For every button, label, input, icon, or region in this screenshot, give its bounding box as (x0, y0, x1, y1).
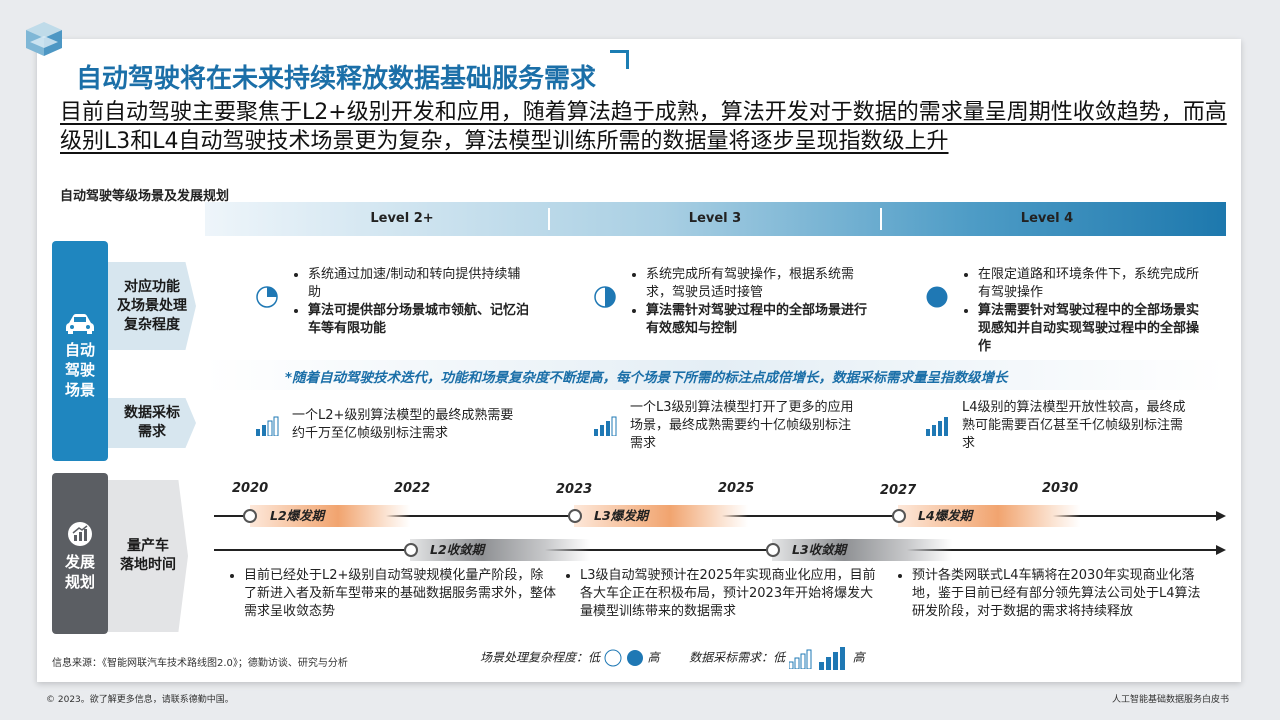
legend-complexity-label: 场景处理复杂程度：低 (480, 650, 601, 665)
production-label-line: 量产车 (127, 538, 169, 554)
level-4-label: Level 4 (1020, 211, 1074, 226)
section-title: 自动驾驶等级场景及发展规划 (60, 189, 230, 204)
plan-desc-l2: 目前已经处于L2+级别自动驾驶规模化量产阶段，除了新进入者及新车型带来的基础数据… (226, 567, 556, 621)
legend-high-label: 高 (647, 650, 660, 665)
page-title: 自动驾驶将在未来持续释放数据基础服务需求 (76, 64, 597, 94)
function-text-l2: 系统通过加速/制动和转向提供持续辅助 算法可提供部分场景城市领航、记忆泊车等有限… (290, 266, 530, 338)
timeline-dot (892, 509, 906, 523)
bullet-item: 算法可提供部分场景城市领航、记忆泊车等有限功能 (308, 302, 530, 338)
growth-chart-icon (52, 521, 108, 552)
demand-text-l2: 一个L2+级别算法模型的最终成熟需要约千万至亿帧级别标注需求 (292, 408, 514, 441)
scene-block-label: 自动 驾驶 场景 (52, 241, 108, 461)
bullet-item: 在限定道路和环境条件下，系统完成所有驾驶操作 (978, 266, 1200, 302)
bullet-item: 算法需针对驾驶过程中的全部场景进行有效感知与控制 (646, 302, 868, 338)
car-icon (52, 313, 108, 340)
function-label-line: 对应功能 (124, 278, 180, 295)
l2-converge-phase: L2收敛期 (410, 539, 590, 561)
logo-cubes-icon (20, 16, 70, 62)
scene-label-line: 驾驶 (64, 361, 95, 379)
bullet-item: 预计各类网联式L4车辆将在2030年实现商业化落地，鉴于目前已经有部分领先算法公… (912, 567, 1212, 621)
plan-label-line: 规划 (64, 573, 95, 591)
source-note: 信息来源：《智能网联汽车技术路线图2.0》；德勤访谈、研究与分析 (52, 658, 348, 669)
production-chevron: 量产车 落地时间 (108, 480, 188, 632)
function-chevron: 对应功能 及场景处理 复杂程度 (108, 262, 196, 350)
complexity-pie-icon (594, 286, 616, 312)
demand-bars-icon (256, 414, 282, 440)
demand-text-l4: L4级别的算法模型开放性较高，最终成熟可能需要百亿甚至千亿帧级别标注需求 (962, 400, 1186, 451)
function-label-line: 复杂程度 (124, 316, 180, 333)
level-3-label: Level 3 (688, 211, 742, 226)
page-subtitle: 目前自动驾驶主要聚焦于L2+级别开发和应用，随着算法趋于成熟，算法开发对于数据的… (60, 100, 1227, 154)
copyright: © 2023。欲了解更多信息，请联系德勤中国。 (46, 695, 234, 705)
function-label-line: 及场景处理 (117, 297, 187, 314)
data-label-line: 数据采标 (124, 405, 180, 421)
level-2plus-label: Level 2+ (370, 211, 434, 226)
bullet-item: L3级自动驾驶预计在2025年实现商业化应用，目前各大车企正在积极布局，预计20… (580, 567, 880, 621)
high-complexity-icon (626, 650, 643, 666)
level-bar: Level 2+ Level 3 Level 4 (205, 202, 1226, 236)
plan-label-line: 发展 (64, 553, 95, 571)
plan-desc-l4: 预计各类网联式L4车辆将在2030年实现商业化落地，鉴于目前已经有部分领先算法公… (894, 567, 1212, 621)
function-text-l3: 系统完成所有驾驶操作，根据系统需求，驾驶员适时接管 算法需针对驾驶过程中的全部场… (628, 266, 868, 338)
report-name: 人工智能基础数据服务白皮书 (1112, 695, 1230, 705)
converge-timeline (214, 549, 1218, 551)
bullet-item: 算法需要针对驾驶过程中的全部场景实现感知并自动实现驾驶过程中的全部操作 (978, 302, 1200, 356)
timeline-arrowhead (1216, 545, 1226, 555)
bullet-item: 目前已经处于L2+级别自动驾驶规模化量产阶段，除了新进入者及新车型带来的基础数据… (244, 567, 556, 621)
high-demand-icon (818, 647, 845, 670)
data-chevron: 数据采标 需求 (108, 398, 196, 448)
legend: 场景处理复杂程度：低 高 数据采标需求：低 高 (480, 646, 865, 670)
bullet-item: 系统完成所有驾驶操作，根据系统需求，驾驶员适时接管 (646, 266, 868, 302)
bullet-item: 系统通过加速/制动和转向提供持续辅助 (308, 266, 530, 302)
l2-boom-phase: L2爆发期 (250, 505, 410, 527)
timeline-dot (243, 509, 257, 523)
timeline-arrowhead (1216, 511, 1226, 521)
complexity-pie-icon (926, 286, 948, 312)
timeline-dot (766, 543, 780, 557)
demand-bars-icon (594, 414, 620, 440)
plan-desc-l3: L3级自动驾驶预计在2025年实现商业化应用，目前各大车企正在积极布局，预计20… (562, 567, 880, 621)
complexity-pie-icon (256, 286, 278, 312)
year-label: 2027 (880, 483, 917, 498)
demand-bars-icon (926, 414, 952, 440)
l4-boom-phase: L4爆发期 (898, 505, 1080, 527)
note-band (205, 360, 1226, 390)
year-label: 2022 (394, 481, 431, 496)
year-label: 2020 (232, 481, 269, 496)
year-label: 2030 (1042, 481, 1079, 496)
timeline-dot (568, 509, 582, 523)
title-bracket-icon (610, 50, 629, 69)
low-complexity-icon (604, 649, 622, 667)
function-text-l4: 在限定道路和环境条件下，系统完成所有驾驶操作 算法需要针对驾驶过程中的全部场景实… (960, 266, 1200, 356)
timeline-dot (404, 543, 418, 557)
demand-text-l3: 一个L3级别算法模型打开了更多的应用场景，最终成熟需要约十亿帧级别标注需求 (630, 400, 854, 451)
l3-converge-phase: L3收敛期 (772, 539, 952, 561)
scene-label-line: 场景 (64, 381, 95, 399)
growth-note: *随着自动驾驶技术迭代，功能和场景复杂度不断提高，每个场景下所需的标注点成倍增长… (285, 370, 1008, 386)
l3-boom-phase: L3爆发期 (574, 505, 748, 527)
level-divider (548, 208, 550, 230)
level-divider (880, 208, 882, 230)
low-demand-icon (788, 649, 812, 670)
production-label-line: 落地时间 (120, 557, 176, 573)
scene-label-line: 自动 (64, 341, 95, 359)
legend-demand-label: 数据采标需求：低 (689, 650, 786, 665)
data-label-line: 需求 (138, 424, 166, 440)
year-label: 2023 (556, 482, 593, 497)
plan-block-label: 发展 规划 (52, 473, 108, 634)
legend-high-label: 高 (852, 650, 865, 665)
year-label: 2025 (718, 481, 755, 496)
